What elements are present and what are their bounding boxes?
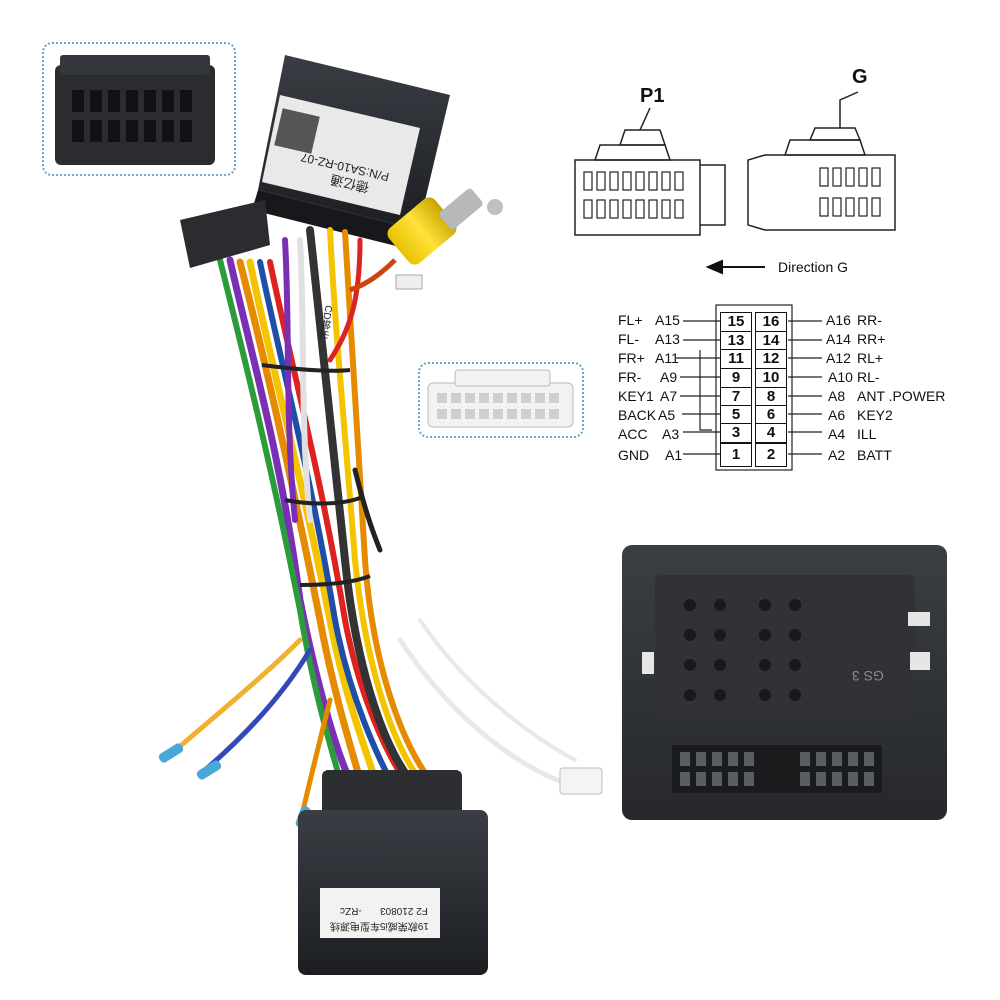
pin-code-a14: A14	[826, 331, 851, 347]
pin-code-a2: A2	[828, 447, 846, 463]
box-label-model: -RZc	[340, 905, 362, 916]
socket-text: GS 3	[852, 668, 884, 684]
pin-name-fl-plus: FL+	[618, 312, 643, 328]
decoder-module	[252, 55, 450, 250]
pin-box-7: 7	[720, 387, 752, 407]
pin-code-a8: A8	[828, 388, 846, 404]
pin-name-rl-minus: RL-	[857, 369, 880, 385]
pin-name-back: BACK	[618, 407, 657, 423]
pin-name-acc: ACC	[618, 426, 648, 442]
inset-frame-middle	[418, 362, 584, 438]
pin-name-rl-plus: RL+	[857, 350, 884, 366]
pinout-lines	[676, 304, 822, 471]
pin-code-a7: A7	[660, 388, 678, 404]
p1-label: P1	[640, 85, 665, 107]
pin-name-ill: ILL	[857, 426, 877, 442]
pin-name-fr-plus: FR+	[618, 350, 645, 366]
pin-name-rr-plus: RR+	[857, 331, 886, 347]
pin-box-2: 2	[755, 443, 787, 467]
pin-name-gnd: GND	[618, 447, 650, 463]
pin-name-key1: KEY1	[618, 388, 654, 404]
pin-code-a13: A13	[655, 331, 680, 347]
pin-code-a15: A15	[655, 312, 680, 328]
pin-name-fl-minus: FL-	[618, 331, 639, 347]
cable-ties	[261, 363, 371, 587]
pin-box-12: 12	[755, 349, 787, 369]
pin-name-fr-minus: FR-	[618, 369, 642, 385]
pin-box-16: 16	[755, 312, 787, 332]
pin-code-a10: A10	[828, 369, 853, 385]
pin-name-batt: BATT	[857, 447, 892, 463]
pin-box-5: 5	[720, 405, 752, 425]
pin-box-3: 3	[720, 423, 752, 443]
g-label: G	[852, 66, 868, 88]
pin-code-a4: A4	[828, 426, 846, 442]
pin-code-a3: A3	[662, 426, 680, 442]
pin-box-4: 4	[755, 423, 787, 443]
pin-box-6: 6	[755, 405, 787, 425]
pin-box-14: 14	[755, 331, 787, 351]
pin-box-8: 8	[755, 387, 787, 407]
inset-frame-left	[42, 42, 236, 176]
pin-code-a9: A9	[660, 369, 678, 385]
white-connector-inset	[427, 369, 574, 428]
g-connector-drawing	[747, 91, 896, 231]
wire-bundle	[167, 226, 577, 818]
pin-name-rr-minus: RR-	[857, 312, 882, 328]
direction-arrow	[705, 259, 765, 275]
pin-box-13: 13	[720, 331, 752, 351]
pin-code-a11: A11	[655, 350, 679, 366]
pin-code-a1: A1	[665, 447, 683, 463]
pin-box-10: 10	[755, 368, 787, 388]
pin-code-a16: A16	[826, 312, 851, 328]
pin-name-ant-power: ANT .POWER	[857, 388, 946, 404]
inset-connector-black	[55, 55, 215, 165]
pin-code-a12: A12	[826, 350, 851, 366]
box-label-name: 19款荣威i5车型电源线	[330, 920, 429, 931]
pin-name-key2: KEY2	[857, 407, 893, 423]
pin-box-11: 11	[720, 349, 752, 369]
bottom-connectors	[298, 770, 488, 975]
pin-code-a6: A6	[828, 407, 846, 423]
pin-box-1: 1	[720, 443, 752, 467]
direction-label: Direction G	[778, 259, 849, 275]
pin-code-a5: A5	[658, 407, 676, 423]
p1-connector-drawing	[574, 107, 726, 236]
rca-plug	[349, 188, 503, 293]
pin-box-15: 15	[720, 312, 752, 332]
pin-box-9: 9	[720, 368, 752, 388]
box-label-code: F2 210803	[380, 905, 428, 916]
car-socket	[622, 545, 947, 820]
